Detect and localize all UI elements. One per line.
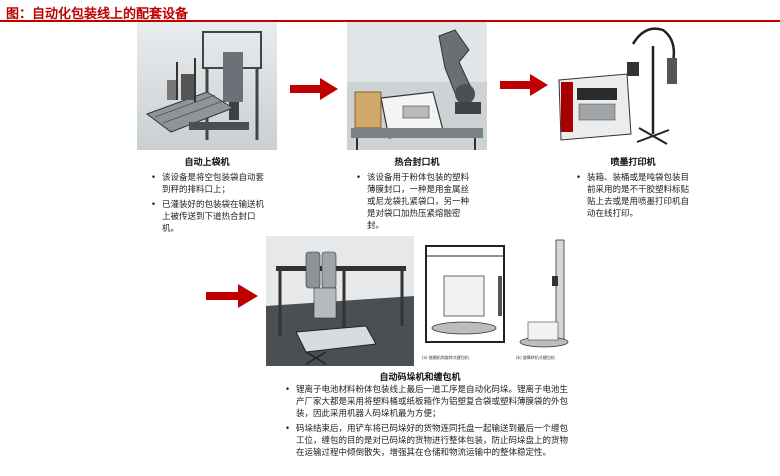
arrow-right-icon: [500, 74, 548, 96]
list-item: 锂离子电池材料粉体包装线上最后一道工序是自动化码垛。锂离子电池生产厂家大都是采用…: [284, 384, 568, 420]
title-bar: 图：自动化包装线上的配套设备: [0, 0, 780, 22]
wrapper-label-a: (a) 能圈机和旋转式缠包机: [422, 354, 469, 360]
list-item: 该设备用于粉体包装的塑料薄膜封口，一种是用金属丝或尼龙袋扎紧袋口，另一种是对袋口…: [355, 172, 477, 232]
wrapping-machine-image: (a) 能圈机和旋转式缠包机 (b) 旋臂转机式缠包机: [416, 236, 578, 366]
section-title-heat-sealer: 热合封口机: [394, 158, 440, 168]
inkjet-printer-bullets: 装箱、装桶或是吨袋包装目前采用的是不干胶塑料标贴贴上去或是用喷墨打印机自动在线打…: [575, 172, 697, 223]
wrapper-label-b: (b) 旋臂转机式缠包机: [516, 354, 555, 360]
arrow-right-icon: [206, 284, 258, 308]
heat-sealer-bullets: 该设备用于粉体包装的塑料薄膜封口，一种是用金属丝或尼龙袋扎紧袋口，另一种是对袋口…: [355, 172, 477, 235]
bag-placer-image: [137, 22, 277, 150]
palletizer-image: [266, 236, 414, 366]
section-title-bag-placer: 自动上袋机: [184, 158, 230, 168]
arrow-right-icon: [290, 78, 338, 100]
bag-placer-bullets: 该设备是将空包装袋自动套到秤的排料口上； 已灌装好的包装袋在输送机上被传送到下道…: [150, 172, 272, 238]
list-item: 码垛结束后，用铲车将已码垛好的货物连同托盘一起输送到最后一个缠包工位，缠包的目的…: [284, 423, 568, 459]
section-title-inkjet-printer: 喷墨打印机: [610, 158, 656, 168]
list-item: 装箱、装桶或是吨袋包装目前采用的是不干胶塑料标贴贴上去或是用喷墨打印机自动在线打…: [575, 172, 697, 220]
palletizer-bullets: 锂离子电池材料粉体包装线上最后一道工序是自动化码垛。锂离子电池生产厂家大都是采用…: [284, 384, 568, 462]
list-item: 已灌装好的包装袋在输送机上被传送到下道热合封口机。: [150, 199, 272, 235]
inkjet-printer-image: [555, 22, 700, 150]
page-title: 图：自动化包装线上的配套设备: [6, 7, 189, 22]
list-item: 该设备是将空包装袋自动套到秤的排料口上；: [150, 172, 272, 196]
section-title-palletizer: 自动码垛机和缠包机: [379, 373, 461, 383]
heat-sealer-image: [347, 22, 487, 150]
